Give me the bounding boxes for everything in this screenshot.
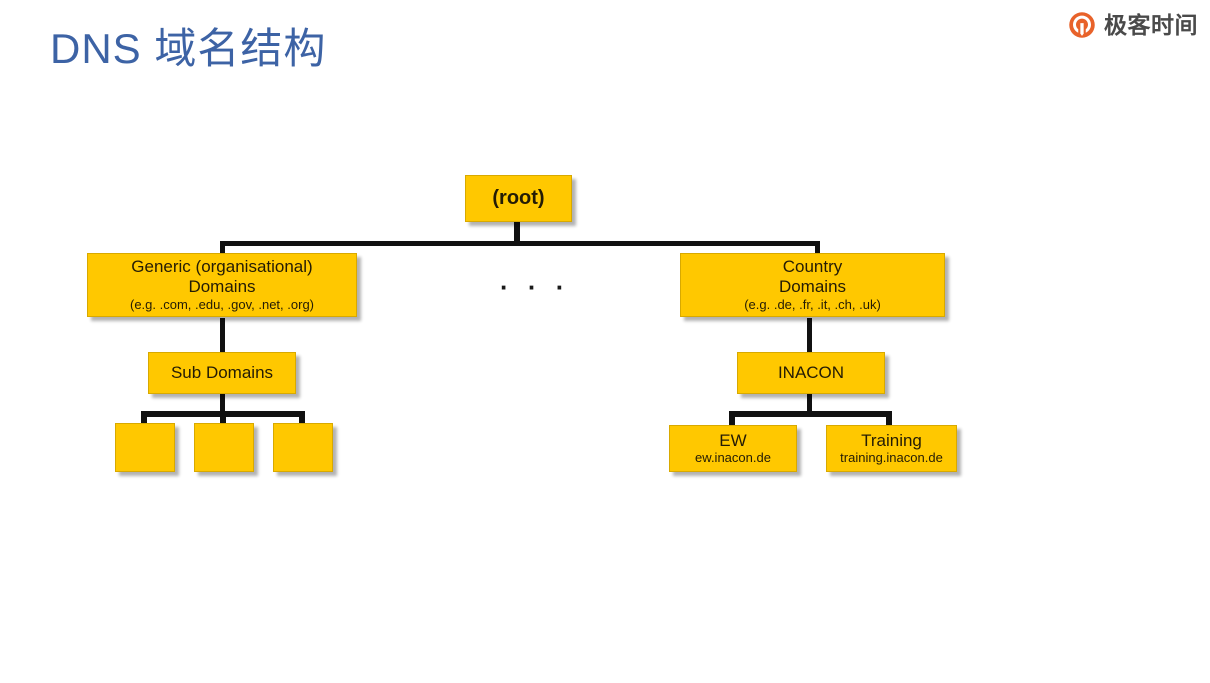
page-title: DNS 域名结构 — [50, 25, 327, 72]
connector-inacon-stem — [807, 393, 812, 413]
connector-leaf-3-drop — [299, 411, 305, 424]
connector-leaf-2-drop — [220, 411, 226, 424]
connector-root-stem — [514, 221, 520, 244]
node-leaf-3[interactable] — [273, 423, 333, 472]
node-inacon-label: INACON — [777, 363, 845, 383]
node-country-domains-label-line1: Country — [782, 257, 843, 277]
connector-to-country — [815, 241, 820, 255]
connector-training-drop — [886, 411, 892, 425]
connector-to-generic — [220, 241, 225, 255]
node-generic-domains-label-line1: Generic (organisational) — [131, 257, 313, 277]
node-generic-domains-examples: (e.g. .com, .edu, .gov, .net, .org) — [129, 296, 314, 312]
connector-subdomains-stem — [220, 393, 225, 413]
node-training[interactable]: Training training.inacon.de — [826, 425, 957, 472]
node-training-label: Training — [861, 430, 922, 450]
brand-name: 极客时间 — [1104, 11, 1198, 38]
node-leaf-1[interactable] — [115, 423, 175, 472]
node-sub-domains-label: Sub Domains — [170, 363, 274, 383]
connector-inacon-bus — [729, 411, 892, 417]
connector-generic-to-subdomains — [220, 318, 225, 353]
node-country-domains-label-line2: Domains — [778, 277, 847, 297]
node-ew[interactable]: EW ew.inacon.de — [669, 425, 797, 472]
node-sub-domains[interactable]: Sub Domains — [148, 352, 296, 394]
node-country-domains-examples: (e.g. .de, .fr, .it, .ch, .uk) — [744, 296, 881, 312]
node-generic-domains-label-line2: Domains — [188, 277, 256, 297]
node-country-domains[interactable]: Country Domains (e.g. .de, .fr, .it, .ch… — [680, 253, 945, 317]
brand-logo: 极客时间 — [1067, 10, 1198, 40]
geektime-logo-icon — [1069, 12, 1095, 38]
ellipsis-more-tlds: · · · — [500, 272, 571, 302]
node-root-label: (root) — [492, 187, 545, 209]
node-training-fqdn: training.inacon.de — [840, 450, 943, 466]
node-root[interactable]: (root) — [465, 175, 572, 222]
connector-ew-drop — [729, 411, 735, 425]
connector-country-to-inacon — [807, 318, 812, 353]
connector-top-bus — [220, 241, 820, 246]
node-inacon[interactable]: INACON — [737, 352, 885, 394]
node-generic-domains[interactable]: Generic (organisational) Domains (e.g. .… — [87, 253, 357, 317]
node-ew-fqdn: ew.inacon.de — [695, 450, 771, 466]
connector-leaf-1-drop — [141, 411, 147, 424]
node-ew-label: EW — [719, 430, 747, 450]
node-leaf-2[interactable] — [194, 423, 254, 472]
